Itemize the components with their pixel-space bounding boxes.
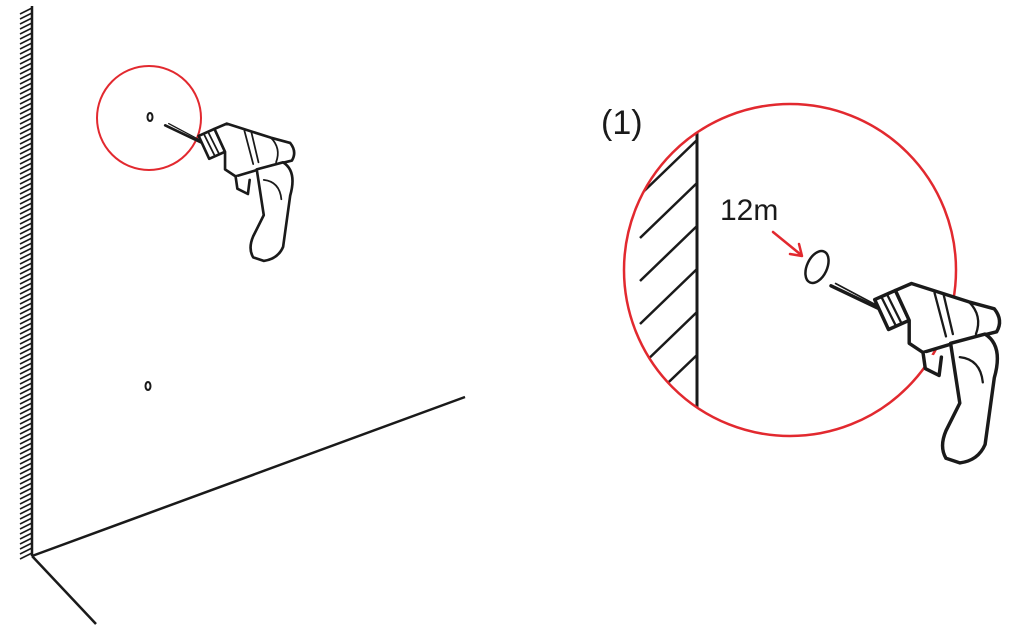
detail-callout [622, 102, 958, 438]
arrow-icon [771, 230, 804, 258]
power-drill-icon [829, 281, 1002, 465]
drill-hole-icon [804, 249, 830, 285]
floor-lines [31, 395, 466, 625]
hatched-wall-icon [639, 139, 698, 401]
hatched-wall-icon [19, 6, 34, 560]
step-label: (1) [601, 104, 643, 142]
drill-hole-icon [144, 381, 152, 391]
magnifier-circle-icon [622, 102, 958, 438]
hole-size-label: 12m [720, 194, 778, 227]
power-drill-icon [163, 122, 296, 263]
magnifier-circle-icon [96, 65, 202, 171]
drill-hole-icon [146, 112, 154, 122]
